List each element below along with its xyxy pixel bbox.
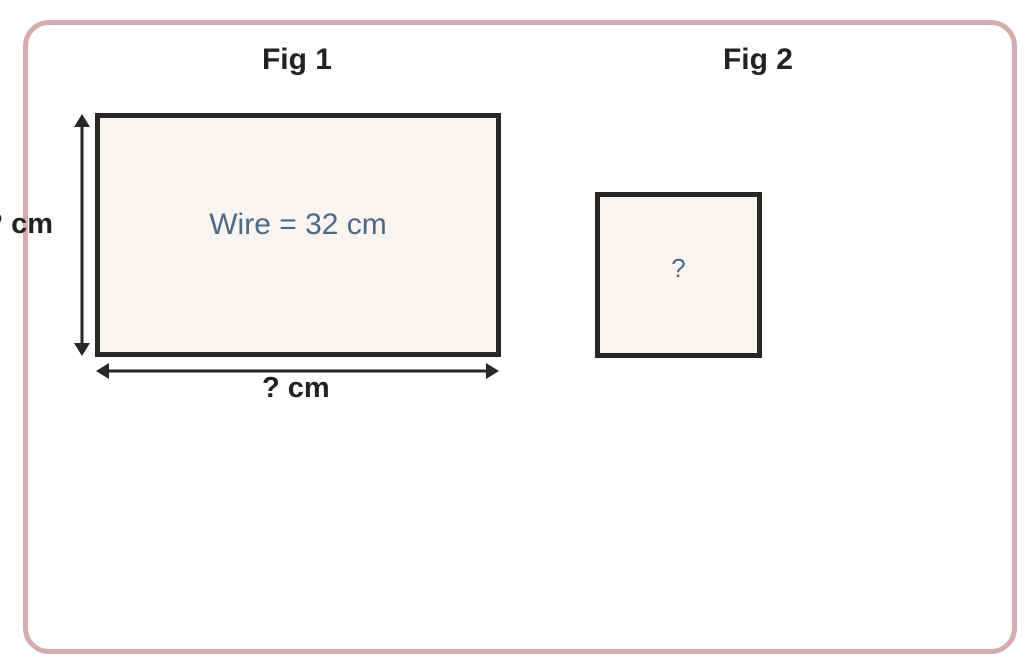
fig2-title: Fig 2 [722,43,793,76]
fig1-title: Fig 1 [261,43,332,76]
fig1-wire-label: Wire = 32 cm [209,208,387,241]
fig2-square: ? [595,192,762,358]
fig2-unknown-label: ? [671,253,686,283]
fig1-rectangle: Wire = 32 cm [95,113,501,357]
fig1-left-dimension-clip: ? cm [0,0,53,670]
fig1-left-dimension-label: ? cm [0,208,53,240]
fig1-horizontal-arrow [96,363,499,379]
fig1-vertical-arrow [74,114,90,356]
fig1-bottom-dimension-label: ? cm [262,372,330,404]
